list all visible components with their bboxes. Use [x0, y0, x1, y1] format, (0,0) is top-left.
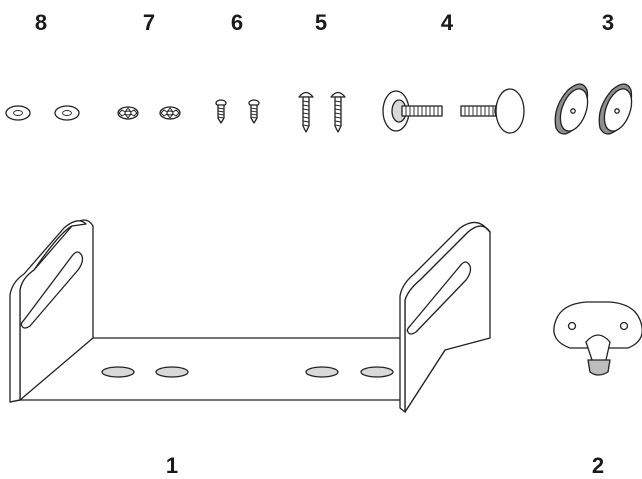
flat-washer: [5, 105, 31, 121]
label-part-3: 3: [601, 10, 615, 35]
label-part-4: 4: [440, 10, 454, 35]
label-part-7: 7: [142, 10, 156, 35]
part-6-small-screws: [215, 99, 260, 124]
mounting-knob-left: [382, 90, 443, 132]
label-part-5: 5: [314, 10, 328, 35]
small-screw: [248, 99, 260, 124]
long-screw: [330, 91, 346, 133]
part-7-lock-washers: [117, 106, 181, 120]
part-5-long-screws: [298, 91, 346, 133]
lock-washer: [159, 106, 181, 120]
part-8-flat-washers: [5, 105, 80, 121]
long-screw: [298, 91, 314, 133]
part-2-bracket-clip: [553, 301, 642, 376]
label-part-8: 8: [34, 10, 48, 35]
label-part-2: 2: [591, 453, 605, 478]
label-part-6: 6: [230, 10, 244, 35]
base-slots: [101, 366, 394, 378]
part-1-u-bracket: [9, 219, 491, 413]
part-4-mounting-knobs: [382, 88, 525, 134]
rubber-disc: [554, 83, 589, 135]
small-screw: [215, 99, 227, 124]
label-part-1: 1: [165, 453, 179, 478]
flat-washer: [54, 105, 80, 121]
lock-washer: [117, 106, 139, 120]
part-3-rubber-discs: [554, 83, 633, 135]
rubber-disc: [598, 83, 633, 135]
mounting-knob-right: [460, 88, 525, 134]
